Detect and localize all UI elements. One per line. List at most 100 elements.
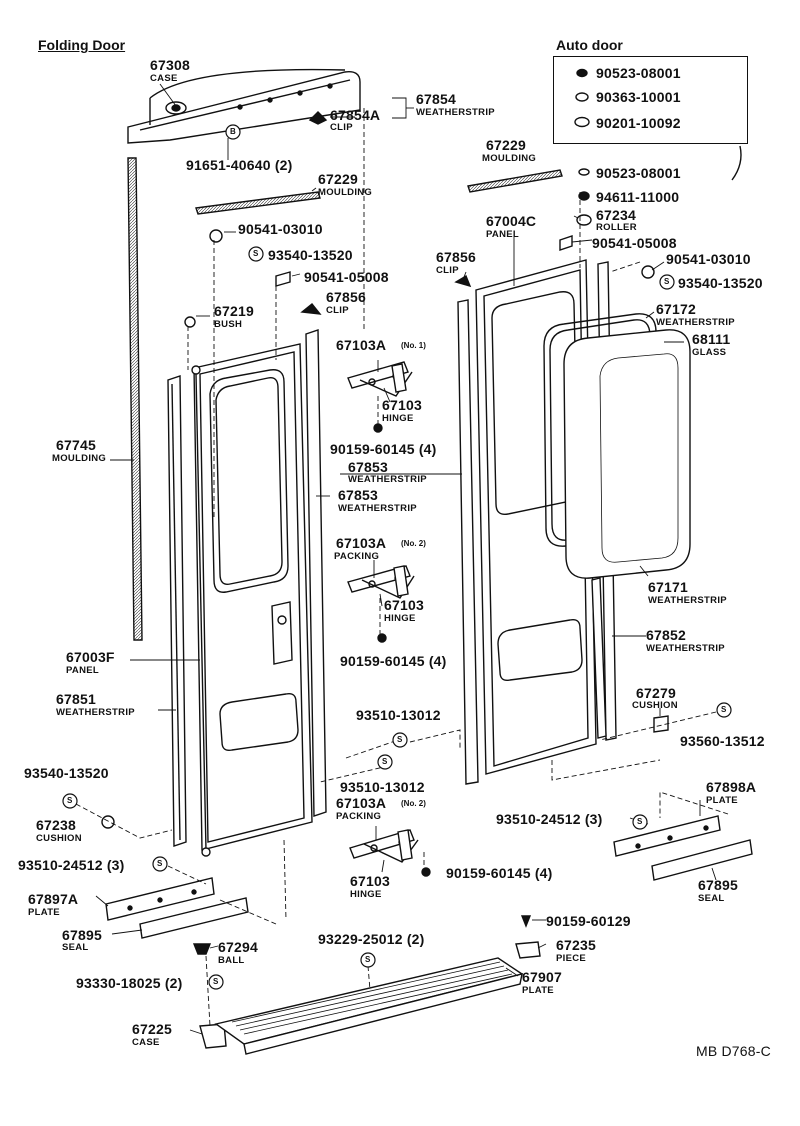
- hinge-no1-drawing: [347, 361, 413, 397]
- label-hinge: HINGE: [384, 613, 416, 624]
- folding-door-header: Folding Door: [38, 37, 126, 53]
- label-90159-60145: 90159-60145 (4): [340, 653, 447, 669]
- label-67103: 67103: [384, 597, 424, 613]
- label-hinge: HINGE: [350, 889, 382, 900]
- label-67852: 67852: [646, 627, 686, 643]
- label-67854a: 67854A: [330, 107, 381, 123]
- label-clip: CLIP: [436, 265, 459, 276]
- auto-door-header: Auto door: [556, 37, 623, 53]
- label-67853: 67853: [338, 487, 378, 503]
- label-case: CASE: [132, 1037, 160, 1048]
- label-93510-13012: 93510-13012: [340, 779, 425, 795]
- seal-67895-left-drawing: [139, 897, 249, 939]
- diagram-code: MB D768-C: [696, 1043, 771, 1059]
- plate-67898a-drawing: [613, 815, 721, 857]
- label-90541-05008: 90541-05008: [304, 269, 389, 285]
- label-case: CASE: [150, 73, 178, 84]
- label-67856: 67856: [326, 289, 366, 305]
- hinge-no2-drawing: [347, 565, 415, 599]
- label-91651-40640: 91651-40640 (2): [186, 157, 293, 173]
- label-93540-13520: 93540-13520: [678, 275, 763, 291]
- label-67004c: 67004C: [486, 213, 537, 229]
- label-no1: (No. 1): [401, 341, 426, 350]
- label-67895: 67895: [698, 877, 738, 893]
- label-94611-11000: 94611-11000: [596, 189, 680, 205]
- label-bush: BUSH: [214, 319, 243, 330]
- label-67898a: 67898A: [706, 779, 757, 795]
- label-hinge: HINGE: [382, 413, 414, 424]
- hinge-no2b-drawing: [349, 829, 419, 863]
- mark-s: S: [157, 859, 163, 868]
- weatherstrip-67851-drawing: [167, 375, 187, 847]
- label-67308: 67308: [150, 57, 190, 73]
- step-plate-67907-drawing: [214, 957, 524, 1055]
- label-67103: 67103: [350, 873, 390, 889]
- mark-s: S: [637, 817, 643, 826]
- label-67003f: 67003F: [66, 649, 115, 665]
- clip-67854a-drawing: [308, 111, 328, 125]
- label-90523-08001: 90523-08001: [596, 165, 681, 181]
- label-clip: CLIP: [330, 122, 353, 133]
- label-67854: 67854: [416, 91, 456, 107]
- mark-s: S: [253, 249, 259, 258]
- label-93540-13520: 93540-13520: [24, 765, 109, 781]
- label-packing: PACKING: [334, 551, 380, 562]
- label-90541-03010: 90541-03010: [238, 221, 323, 237]
- label-67229: 67229: [318, 171, 358, 187]
- label-moulding: MOULDING: [318, 187, 373, 198]
- label-67234: 67234: [596, 207, 636, 223]
- label-67238: 67238: [36, 817, 76, 833]
- label-weatherstrip: WEATHERSTRIP: [56, 707, 135, 718]
- label-90363-10001: 90363-10001: [596, 89, 681, 105]
- label-plate: PLATE: [28, 907, 60, 918]
- label-67895: 67895: [62, 927, 102, 943]
- mark-s: S: [365, 955, 371, 964]
- label-90541-05008: 90541-05008: [592, 235, 677, 251]
- auto-door-box: [553, 56, 748, 144]
- seal-67895-right-drawing: [651, 839, 753, 881]
- label-67745: 67745: [56, 437, 96, 453]
- label-67171: 67171: [648, 579, 688, 595]
- label-moulding: MOULDING: [52, 453, 107, 464]
- label-seal: SEAL: [62, 942, 89, 953]
- label-67235: 67235: [556, 937, 596, 953]
- label-90159-60145: 90159-60145 (4): [330, 441, 437, 457]
- label-67294: 67294: [218, 939, 258, 955]
- label-ball: BALL: [218, 955, 245, 966]
- label-no2: (No. 2): [401, 799, 426, 808]
- label-roller: ROLLER: [596, 222, 637, 233]
- label-90523-08001: 90523-08001: [596, 65, 681, 81]
- label-moulding: MOULDING: [482, 153, 537, 164]
- mark-s: S: [67, 796, 73, 805]
- label-93229-25012: 93229-25012 (2): [318, 931, 425, 947]
- label-90541-03010: 90541-03010: [666, 251, 751, 267]
- label-glass: GLASS: [692, 347, 727, 358]
- glass-68111-drawing: [563, 329, 691, 579]
- label-93330-18025: 93330-18025 (2): [76, 975, 183, 991]
- mark-s: S: [397, 735, 403, 744]
- label-weatherstrip: WEATHERSTRIP: [338, 503, 417, 514]
- label-no2: (No. 2): [401, 539, 426, 548]
- label-67172: 67172: [656, 301, 696, 317]
- label-weatherstrip: WEATHERSTRIP: [648, 595, 727, 606]
- case-67308-drawing: [127, 68, 361, 144]
- label-90201-10092: 90201-10092: [596, 115, 681, 131]
- mark-s: S: [382, 757, 388, 766]
- label-67225: 67225: [132, 1021, 172, 1037]
- label-67103a-no2: 67103A: [336, 535, 387, 551]
- label-panel: PANEL: [486, 229, 519, 240]
- mark-b: B: [230, 127, 236, 136]
- label-67229: 67229: [486, 137, 526, 153]
- weatherstrip-67853-left-drawing: [305, 329, 327, 817]
- weatherstrip-67853-right-drawing: [457, 299, 479, 785]
- label-67853: 67853: [348, 459, 388, 475]
- mark-s: S: [213, 977, 219, 986]
- label-plate: PLATE: [706, 795, 738, 806]
- label-90159-60145: 90159-60145 (4): [446, 865, 553, 881]
- label-93540-13520: 93540-13520: [268, 247, 353, 263]
- label-93560-13512: 93560-13512: [680, 733, 765, 749]
- label-weatherstrip: WEATHERSTRIP: [646, 643, 725, 654]
- label-68111: 68111: [692, 331, 731, 347]
- label-67856: 67856: [436, 249, 476, 265]
